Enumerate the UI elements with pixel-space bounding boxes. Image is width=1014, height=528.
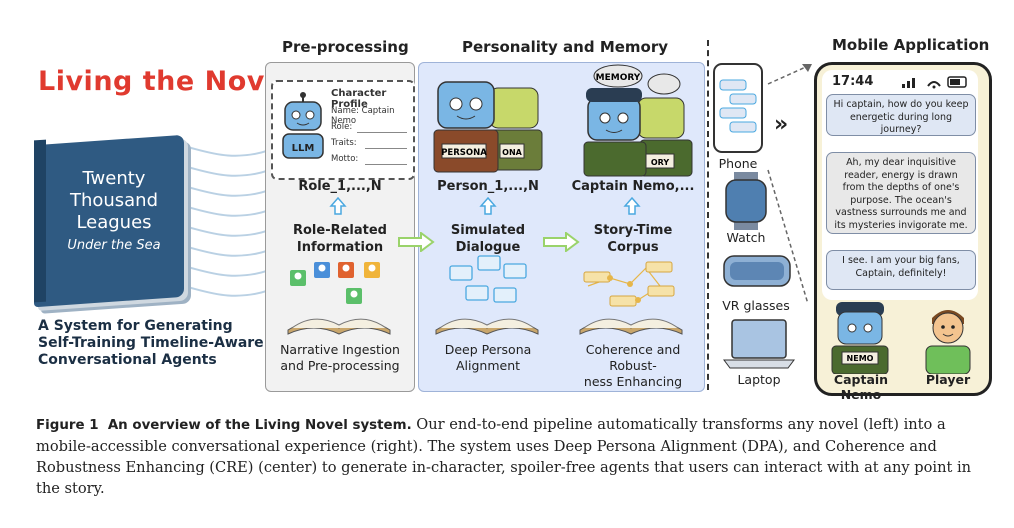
- figure-caption-text: Our end-to-end pipeline automatically tr…: [36, 416, 972, 497]
- phone-label: Phone: [718, 156, 758, 171]
- laptop-icon: [723, 319, 795, 369]
- open-book-icon: [435, 318, 539, 335]
- profile-name: Name: Captain Nemo: [331, 106, 395, 126]
- persona-badge: PERSONA: [441, 148, 487, 158]
- captain-nemo-label: Captain Nemo: [833, 372, 889, 402]
- chevrons-icon: »: [774, 112, 789, 137]
- role-related-line1: Role-Related: [292, 223, 387, 238]
- diagram-title: Living the Novel: [38, 66, 294, 97]
- llm-label: LLM: [292, 143, 315, 154]
- figure-caption: Figure 1 An overview of the Living Novel…: [36, 414, 986, 499]
- open-book-icon: [287, 318, 391, 335]
- tagline-line3: Conversational Agents: [38, 352, 217, 368]
- persona-robots-graphic: PERSONA ONA: [433, 81, 543, 173]
- device-connectors-graphic: [767, 64, 812, 305]
- narrative-line2: and Pre-processing: [280, 358, 400, 373]
- vr-glasses-label: VR glasses: [722, 298, 790, 313]
- watch-icon: [725, 172, 767, 230]
- role-related-line2: Information: [296, 240, 384, 255]
- player-label: Player: [925, 372, 971, 387]
- user-message-bubble: Hi captain, how do you keep energetic du…: [826, 94, 976, 136]
- book-title-line4: Under the Sea: [67, 238, 161, 253]
- vr-glasses-icon: [723, 255, 791, 287]
- persona-badge-back: ONA: [502, 148, 522, 157]
- player-avatar: [925, 310, 971, 374]
- story-time-corpus-label: Story-Time Corpus: [560, 222, 706, 256]
- status-icons: [902, 76, 967, 89]
- figure-number: Figure 1: [36, 418, 99, 433]
- figure-title: An overview of the Living Novel system.: [107, 418, 412, 433]
- coherence-label: Coherence and Robust- ness Enhancing: [560, 342, 706, 390]
- deep-persona-line1: Deep Persona: [444, 342, 532, 357]
- right-arrow-icon: [398, 232, 435, 252]
- timeline-corpus-graphic: [583, 261, 675, 307]
- novel-book-title: Twenty Thousand Leagues Under the Sea: [46, 168, 182, 253]
- role-related-info-label: Role-Related Information: [265, 222, 415, 256]
- profile-motto: Motto:: [331, 154, 359, 164]
- up-arrow-icon: [479, 196, 497, 215]
- captain-reply-bubble: Ah, my dear inquisitive reader, energy i…: [826, 152, 976, 234]
- user-followup-bubble: I see. I am your big fans, Captain, defi…: [826, 250, 976, 290]
- section-divider: [707, 40, 709, 390]
- up-arrow-icon: [623, 196, 641, 215]
- profile-traits: Traits:: [331, 138, 357, 148]
- coherence-line2: ness Enhancing: [583, 374, 683, 389]
- novel-book-spine: [34, 139, 46, 303]
- mobile-app-title: Mobile Application: [832, 36, 990, 54]
- role-output-label: Role_1,...,N: [298, 179, 382, 194]
- book-title-line1: Twenty: [82, 168, 146, 189]
- profile-role: Role:: [331, 122, 353, 132]
- simulated-line2: Dialogue: [455, 240, 521, 255]
- captain-output-label: Captain Nemo,...: [571, 179, 695, 194]
- captain-nemo-avatar: NEMO: [831, 302, 889, 374]
- narrative-line1: Narrative Ingestion: [280, 342, 400, 357]
- memory-badge-back: ORY: [651, 158, 670, 167]
- person-output-label: Person_1,...,N: [437, 179, 539, 194]
- personality-memory-title: Personality and Memory: [462, 38, 669, 56]
- deep-persona-line2: Alignment: [455, 358, 521, 373]
- character-profile-card: Character Profile Name: Captain Nemo Rol…: [271, 80, 415, 180]
- memory-bubble: MEMORY: [596, 73, 641, 83]
- dialogue-bubbles-graphic: [449, 255, 527, 303]
- deep-persona-label: Deep Persona Alignment: [418, 342, 558, 374]
- book-title-line2: Thousand: [69, 190, 159, 211]
- story-time-line2: Corpus: [607, 240, 659, 255]
- preprocessing-title: Pre-processing: [282, 38, 409, 56]
- simulated-line1: Simulated: [450, 223, 526, 238]
- tagline-line1: A System for Generating: [38, 318, 233, 334]
- llm-robot-icon: LLM: [282, 92, 324, 159]
- simulated-dialogue-label: Simulated Dialogue: [418, 222, 558, 256]
- story-time-line1: Story-Time: [593, 223, 673, 238]
- up-arrow-icon: [329, 196, 347, 215]
- system-tagline: A System for Generating Self-Training Ti…: [38, 318, 264, 369]
- laptop-label: Laptop: [737, 372, 781, 387]
- phone-icon: [713, 63, 763, 153]
- narrative-ingestion-label: Narrative Ingestion and Pre-processing: [265, 342, 415, 374]
- status-time: 17:44: [832, 74, 874, 89]
- watch-label: Watch: [726, 230, 766, 245]
- right-arrow-icon: [543, 232, 580, 252]
- tagline-line2: Self-Training Timeline-Aware: [38, 335, 264, 351]
- open-book-icon: [579, 318, 683, 335]
- character-avatars-graphic: [290, 262, 380, 304]
- coherence-line1: Coherence and Robust-: [585, 342, 681, 373]
- memory-robots-graphic: MEMORY ORY: [583, 64, 693, 177]
- nemo-badge: NEMO: [847, 354, 874, 363]
- profile-title: Character Profile: [331, 88, 387, 110]
- book-title-line3: Leagues: [76, 212, 152, 233]
